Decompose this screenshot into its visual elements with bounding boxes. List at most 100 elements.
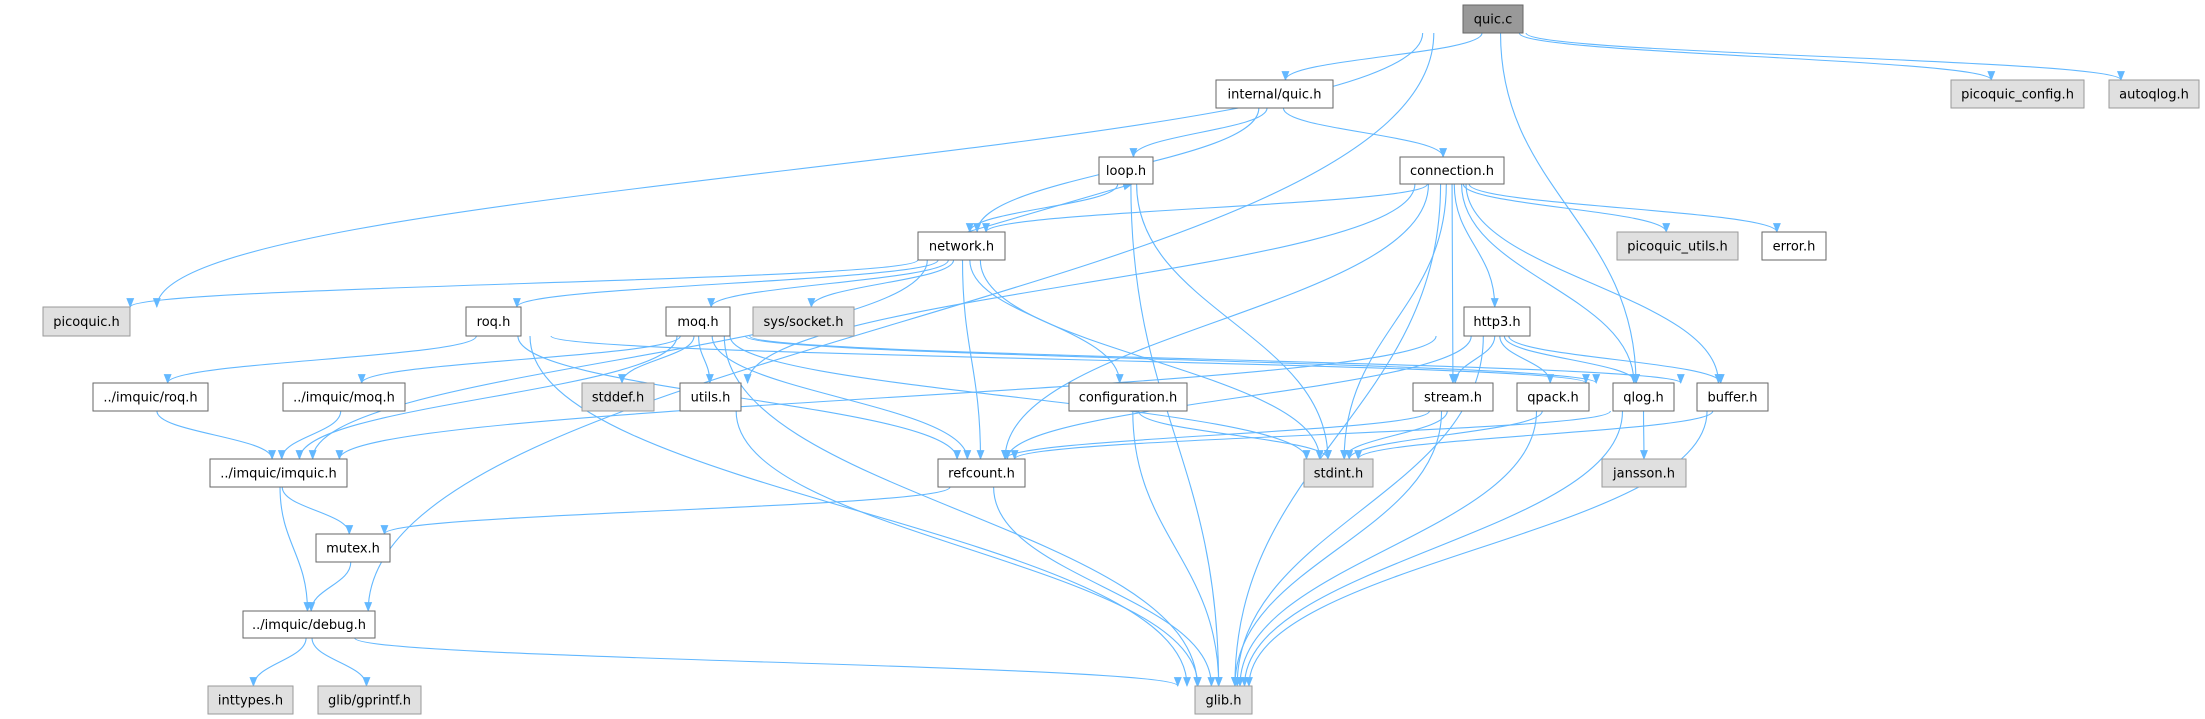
node-roq-h[interactable]: roq.h — [465, 306, 522, 337]
edge-internal_quic_h-to-connection_h — [1282, 107, 1448, 158]
edge-http3_h-to-buffer_h — [1508, 335, 1725, 384]
node-mutex-h[interactable]: mutex.h — [315, 533, 391, 563]
node-picoquic-config-h: picoquic_config.h — [1950, 79, 2085, 109]
edge-network_h-to-imquic_h — [308, 259, 928, 460]
edge-internal_quic_h-to-loop_h — [1129, 107, 1268, 158]
node-label: error.h — [1773, 240, 1816, 255]
edge-imquic_h-to-debug_h — [279, 486, 312, 612]
node-http3-h[interactable]: http3.h — [1463, 306, 1531, 337]
node-box — [752, 306, 855, 337]
node-label: loop.h — [1106, 164, 1146, 179]
node-label: autoqlog.h — [2119, 88, 2189, 103]
node-label: configuration.h — [1079, 391, 1178, 406]
node-box — [1950, 79, 2085, 109]
node-box — [581, 382, 655, 412]
edge-mutex_h-to-debug_h — [307, 561, 352, 612]
edge-moq_h-to-buffer_h — [749, 335, 1685, 384]
edge-buffer_h-to-glib_h — [1245, 410, 1708, 687]
edge-stream_h-to-refcount_h — [1001, 410, 1430, 460]
node-configuration-h[interactable]: configuration.h — [1068, 382, 1188, 412]
node-connection-h[interactable]: connection.h — [1399, 156, 1505, 185]
edge-refcount_h-to-glib_h — [993, 486, 1216, 687]
node-debug-h[interactable]: ../imquic/debug.h — [242, 610, 376, 639]
node-autoqlog-h: autoqlog.h — [2108, 79, 2200, 109]
edge-debug_h-to-gprintf_h — [311, 637, 371, 687]
edge-moq_h-to-imquic_moq_h — [357, 335, 681, 384]
node-label: qlog.h — [1623, 391, 1663, 406]
edge-buffer_h-to-stdint_h — [1354, 410, 1714, 460]
edge-roq_h-to-imquic_roq_h — [163, 335, 477, 384]
node-quic-c: quic.c — [1462, 4, 1524, 34]
node-internal-quic-h[interactable]: internal/quic.h — [1215, 79, 1334, 109]
node-utils-h[interactable]: utils.h — [679, 382, 742, 412]
edge-http3_h-to-imquic_h — [335, 335, 1437, 460]
edge-loop_h-to-stdint_h — [1136, 183, 1332, 460]
node-box — [1601, 458, 1687, 488]
node-box — [282, 382, 406, 412]
edge-configuration_h-to-stdint_h — [1137, 410, 1332, 460]
edge-imquic_roq_h-to-imquic_h — [156, 410, 277, 460]
edge-stream_h-to-glib_h — [1231, 410, 1443, 687]
edge-moq_h-to-stddef_h — [618, 335, 695, 384]
edge-network_h-to-roq_h — [513, 259, 939, 308]
edge-http3_h-to-qpack_h — [1499, 335, 1555, 384]
node-label: network.h — [929, 240, 994, 255]
node-stream-h[interactable]: stream.h — [1412, 382, 1494, 412]
node-box — [937, 458, 1026, 488]
node-box — [2108, 79, 2200, 109]
edge-loop_h-to-glib_h — [1130, 183, 1223, 687]
edge-imquic_moq_h-to-imquic_h — [277, 410, 342, 460]
node-box — [209, 458, 348, 488]
edge-network_h-to-picoquic_h — [126, 259, 919, 308]
node-box — [1412, 382, 1494, 412]
node-label: stddef.h — [592, 391, 644, 406]
edge-imquic_h-to-mutex_h — [281, 486, 354, 535]
node-label: buffer.h — [1708, 391, 1758, 406]
node-network-h[interactable]: network.h — [917, 231, 1006, 261]
edge-http3_h-to-stream_h — [1451, 335, 1496, 384]
node-sys-socket-h: sys/socket.h — [752, 306, 855, 337]
node-box — [1612, 382, 1675, 412]
node-loop-h[interactable]: loop.h — [1098, 156, 1154, 185]
node-box — [207, 685, 294, 715]
node-error-h[interactable]: error.h — [1761, 231, 1827, 261]
node-box — [1194, 685, 1253, 715]
node-label: ../imquic/moq.h — [293, 391, 395, 406]
edge-debug_h-to-inttypes_h — [249, 637, 307, 687]
node-qlog-h[interactable]: qlog.h — [1612, 382, 1675, 412]
node-label: ../imquic/imquic.h — [220, 467, 336, 482]
edge-quic_c-to-debug_h — [364, 32, 1435, 612]
node-box — [1761, 231, 1827, 261]
node-label: ../imquic/debug.h — [252, 618, 366, 633]
node-buffer-h[interactable]: buffer.h — [1696, 382, 1769, 412]
edge-http3_h-to-refcount_h — [1003, 335, 1472, 460]
node-stddef-h: stddef.h — [581, 382, 655, 412]
node-refcount-h[interactable]: refcount.h — [937, 458, 1026, 488]
node-box — [1516, 382, 1590, 412]
node-box — [92, 382, 209, 412]
node-inttypes-h: inttypes.h — [207, 685, 294, 715]
node-label: internal/quic.h — [1228, 88, 1322, 103]
node-moq-h[interactable]: moq.h — [665, 306, 731, 337]
node-label: sys/socket.h — [763, 315, 843, 330]
edge-quic_c-to-autoqlog_h — [1525, 32, 2125, 81]
edge-loop_h-to-network_h — [965, 183, 1119, 233]
node-imquic-h[interactable]: ../imquic/imquic.h — [209, 458, 348, 488]
edge-connection_h-to-network_h — [982, 183, 1429, 233]
edge-network_h-to-refcount_h — [961, 259, 985, 460]
node-label: ../imquic/roq.h — [103, 391, 197, 406]
edge-quic_c-to-internal_quic_h — [1281, 32, 1483, 81]
edge-connection_h-to-utils_h — [743, 183, 1416, 384]
node-imquic-moq-h[interactable]: ../imquic/moq.h — [282, 382, 406, 412]
edge-configuration_h-to-glib_h — [1132, 410, 1223, 687]
node-imquic-roq-h[interactable]: ../imquic/roq.h — [92, 382, 209, 412]
edge-moq_h-to-utils_h — [698, 335, 714, 384]
edge-utils_h-to-glib_h — [735, 410, 1202, 687]
node-box — [42, 306, 131, 337]
node-box — [1616, 231, 1739, 261]
edge-qlog_h-to-refcount_h — [1010, 410, 1611, 460]
edge-connection_h-to-picoquic_utils_h — [1462, 183, 1671, 233]
node-label: jansson.h — [1612, 467, 1675, 482]
node-qpack-h[interactable]: qpack.h — [1516, 382, 1590, 412]
edge-connection_h-to-buffer_h — [1465, 183, 1723, 384]
